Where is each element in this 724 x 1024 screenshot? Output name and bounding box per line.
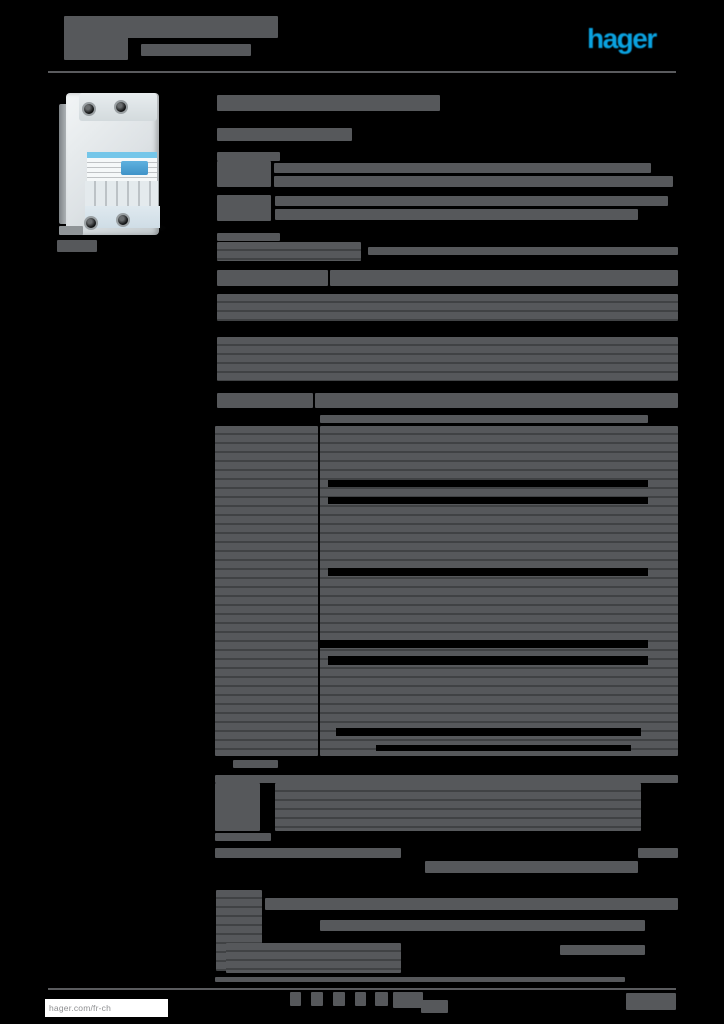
row-value-blob xyxy=(315,393,678,408)
terminal-screw-icon xyxy=(82,102,96,116)
rccb-product-photo xyxy=(57,90,168,238)
text-blob xyxy=(320,640,648,648)
website-link[interactable]: hager.com/fr-ch xyxy=(49,1003,112,1013)
text-blob xyxy=(318,426,320,756)
website-link-box: hager.com/fr-ch xyxy=(45,999,168,1017)
footer-rule xyxy=(48,988,676,990)
text-mass-blob xyxy=(226,943,401,973)
din-clip xyxy=(59,226,83,235)
certification-mark-blob xyxy=(393,992,423,1008)
para-line-blob xyxy=(275,196,668,206)
row-value-blob xyxy=(320,920,645,931)
doc-title-blob xyxy=(217,95,440,111)
certification-mark-blob xyxy=(375,992,388,1006)
text-stripe-blob xyxy=(217,337,678,381)
hager-logo: hager xyxy=(587,23,657,54)
text-mass-blob xyxy=(217,242,361,261)
value-line-blob xyxy=(368,247,678,255)
text-blob xyxy=(376,745,631,751)
text-mass-blob xyxy=(275,783,641,831)
text-blob xyxy=(336,728,641,736)
header-refblock-blob xyxy=(64,27,128,60)
para-lead-blob xyxy=(217,195,271,221)
header-rule xyxy=(48,71,676,73)
product-reference-block xyxy=(57,240,97,252)
certification-mark-blob xyxy=(290,992,301,1006)
text-blob xyxy=(328,480,648,487)
text-blob xyxy=(328,656,648,665)
text-stripe-blob xyxy=(217,294,678,321)
value-line-blob xyxy=(320,415,648,423)
row-value-blob xyxy=(560,945,645,955)
para-line-blob xyxy=(274,163,651,173)
para-lead-blob xyxy=(217,161,271,187)
text-blob xyxy=(328,497,648,504)
page-number-block xyxy=(626,993,676,1010)
text-line-blob xyxy=(215,833,271,841)
certification-mark-blob xyxy=(355,992,366,1006)
terminal-screw-icon xyxy=(84,216,98,230)
switch-area xyxy=(85,181,158,206)
row-value-blob xyxy=(265,898,678,910)
certification-mark-blob xyxy=(333,992,345,1006)
text-line-blob xyxy=(215,977,625,982)
text-line-blob xyxy=(215,848,401,858)
para-lead-blob xyxy=(215,783,260,831)
row-label-blob xyxy=(217,393,313,408)
certification-mark-blob xyxy=(421,1000,448,1013)
section-label-blob xyxy=(217,233,280,241)
terminal-screw-icon xyxy=(116,213,130,227)
text-blob xyxy=(328,568,648,576)
para-line-blob xyxy=(274,176,673,187)
text-line-blob xyxy=(638,848,678,858)
section-label-blob xyxy=(233,760,278,768)
terminal-screw-icon xyxy=(114,100,128,114)
section-label-blob xyxy=(217,152,280,161)
test-button xyxy=(121,161,148,175)
table-values-blob xyxy=(320,426,678,756)
header-subtitle-blob xyxy=(141,44,251,56)
certification-mark-blob xyxy=(311,992,323,1006)
brand-strip xyxy=(87,152,157,158)
row-value-blob xyxy=(330,270,678,286)
text-line-blob xyxy=(215,775,678,783)
doc-subtitle-blob xyxy=(217,128,352,141)
table-labels-blob xyxy=(215,426,318,756)
text-line-blob xyxy=(425,861,638,873)
row-label-blob xyxy=(217,270,328,286)
para-line-blob xyxy=(275,209,638,220)
